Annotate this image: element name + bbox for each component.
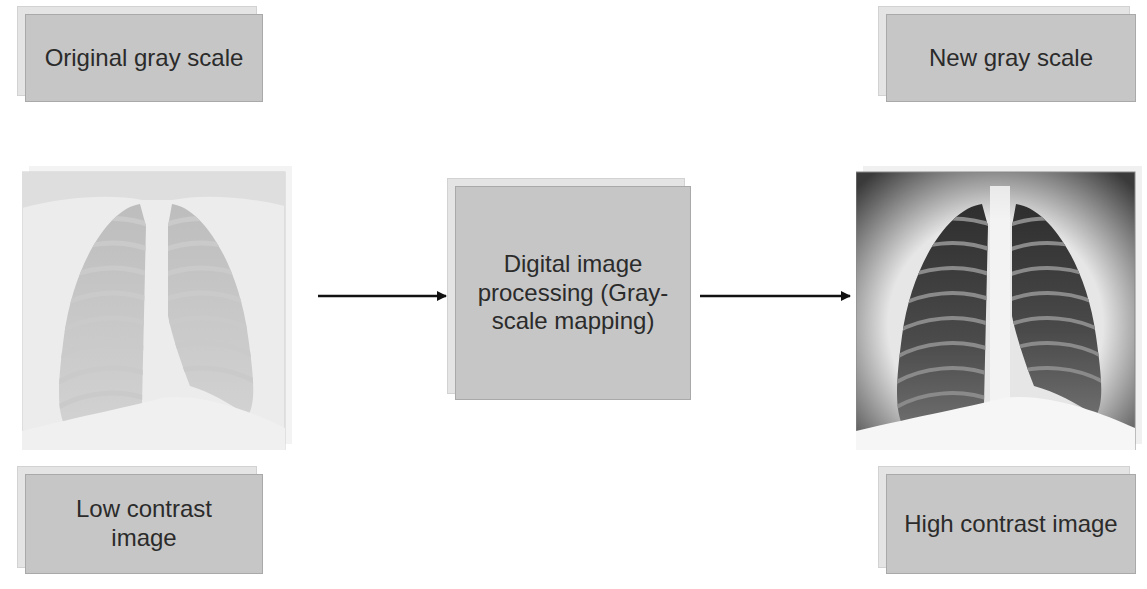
ribs-part [162,318,262,336]
text-group: Digital image processing (Gray-scale map… [470,250,676,336]
ribs-part [52,268,152,286]
ribs-part [1006,268,1110,286]
ribs-part [890,343,994,361]
ribs-part [52,343,152,361]
ribs-part [1006,343,1110,361]
diaphragm [856,397,1135,450]
flow-arrow [318,295,446,298]
box-label: Digital image processing (Gray-scale map… [470,250,676,336]
box-label: Low contrast image [40,495,248,553]
diaphragm [22,397,285,450]
film [856,172,1135,450]
ribs-part [162,343,262,361]
ribs-part [52,368,152,386]
flow-arrow [700,295,850,298]
ribs-part [1006,318,1110,336]
lung [1012,204,1101,416]
ribs-part [890,293,994,311]
ribs-part [162,368,262,386]
ribs-part [1006,368,1110,386]
box-label: Original gray scale [45,44,244,73]
box-label: High contrast image [904,510,1117,539]
ribs-part [890,219,994,236]
ribs-part [890,318,994,336]
label-box: High contrast image [886,474,1136,574]
ribs-part [52,243,152,261]
lung [168,204,253,416]
label-box: Original gray scale [25,14,263,102]
box-label: New gray scale [929,44,1093,73]
label-box: New gray scale [886,14,1136,102]
text-group: High contrast image [904,510,1117,539]
ribs-part [52,219,152,236]
ribs-part [890,268,994,286]
spine [990,186,1010,416]
ribs-part [162,243,262,261]
text-group: Low contrast image [40,495,248,553]
text-group: Original gray scale [45,44,244,73]
xray-low-contrast [22,166,292,450]
text-group: New gray scale [929,44,1093,73]
ribs-part [162,293,262,311]
ribs-part [52,318,152,336]
ribs-part [162,219,262,236]
ribs-part [1006,243,1110,261]
label-box: Low contrast image [25,474,263,574]
shoulders [22,172,285,208]
ribs-part [890,243,994,261]
film [22,172,285,450]
ribs-part [890,368,994,386]
ribs [52,219,262,411]
process-box: Digital image processing (Gray-scale map… [455,186,691,400]
ribs-part [1006,293,1110,311]
ribs-part [162,268,262,286]
ribs-part [1006,219,1110,236]
ribs-part [52,293,152,311]
xray-high-contrast [856,166,1142,450]
